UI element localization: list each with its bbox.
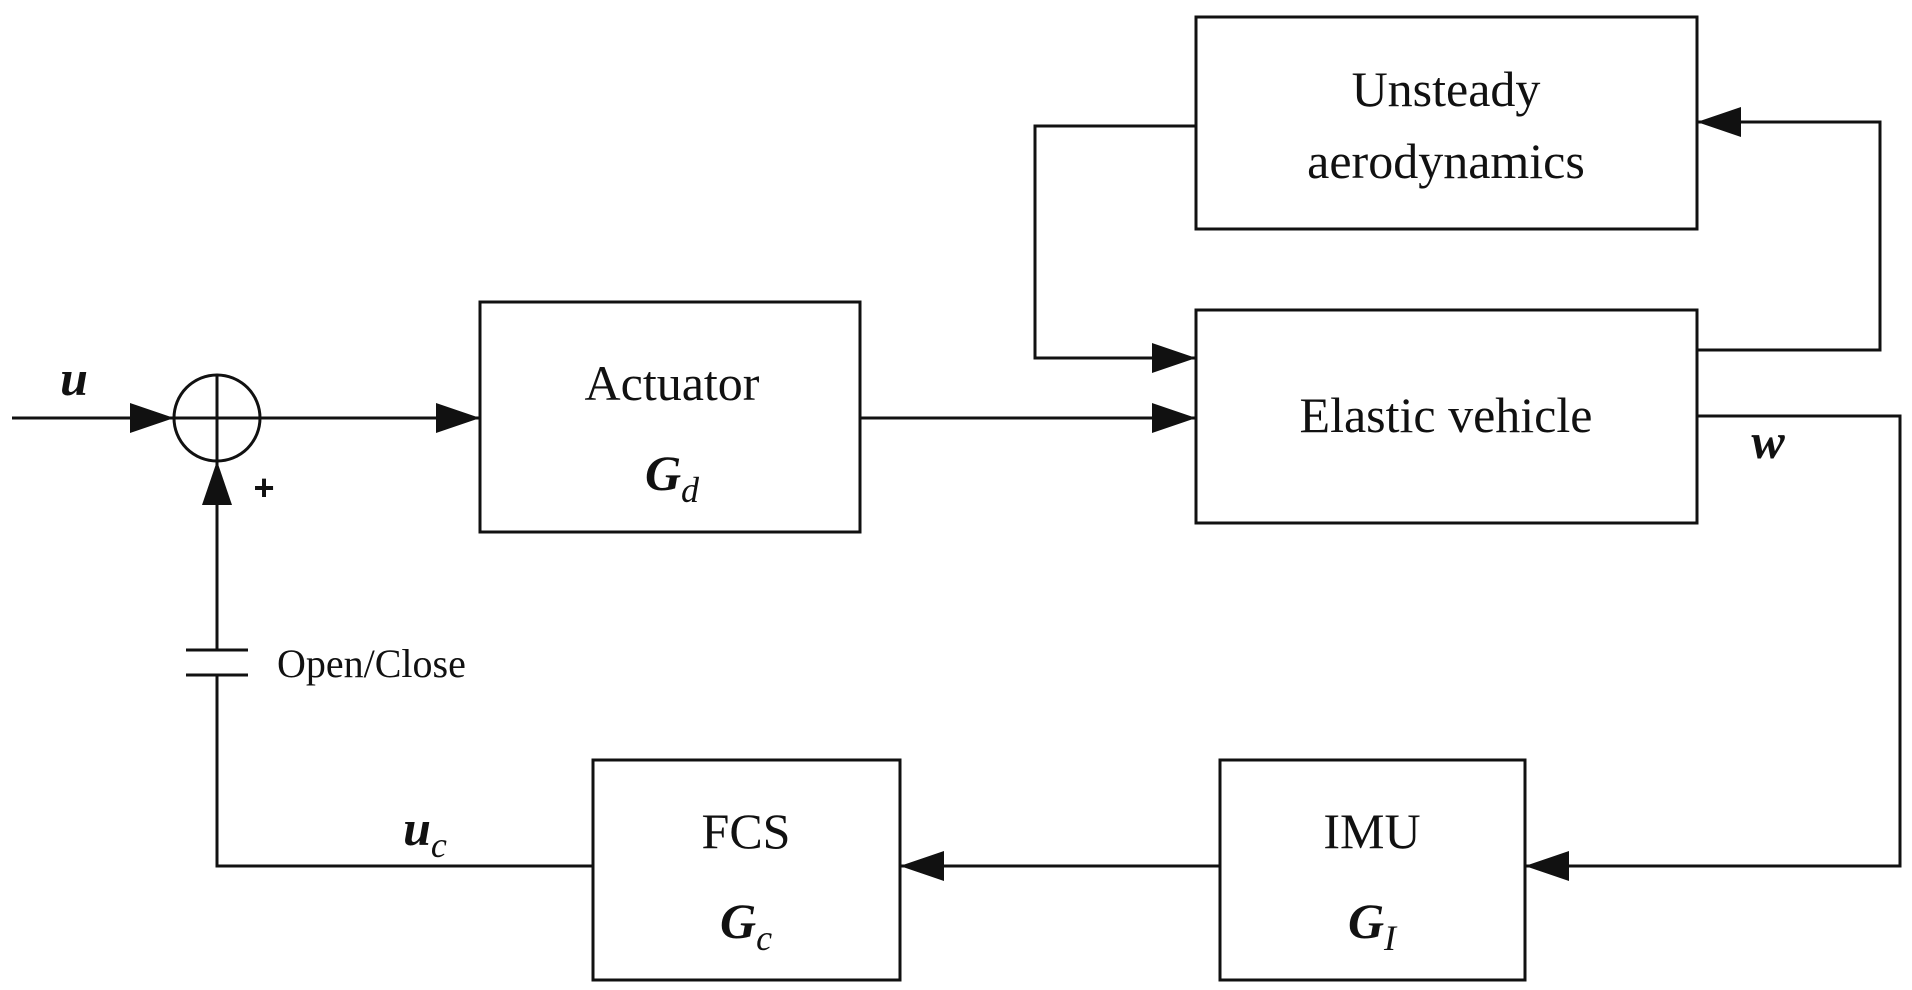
unsteady-label-line1: Unsteady xyxy=(1352,61,1541,117)
vehicle-to-aero-arrow xyxy=(1697,107,1882,352)
fcs-transfer-function: Gc xyxy=(720,893,772,958)
input-signal-u: u xyxy=(60,350,88,406)
fcs-block xyxy=(591,758,902,982)
imu-label: IMU xyxy=(1323,803,1420,859)
summing-junction xyxy=(172,373,262,463)
imu-transfer-function: GI xyxy=(1348,893,1398,958)
fcs-label: FCS xyxy=(702,803,791,859)
unsteady-aerodynamics-block xyxy=(1194,15,1699,231)
actuator-label: Actuator xyxy=(585,355,760,411)
elastic-vehicle-label: Elastic vehicle xyxy=(1300,387,1593,443)
actuator-block xyxy=(478,300,862,534)
open-close-label: Open/Close xyxy=(277,641,466,686)
output-w-to-imu-arrow xyxy=(1525,414,1902,881)
imu-block xyxy=(1218,758,1527,982)
actuator-transfer-function: Gd xyxy=(645,445,700,510)
output-signal-w: w xyxy=(1751,413,1785,469)
control-signal-uc: uc xyxy=(403,800,447,865)
aero-to-vehicle-arrow xyxy=(1033,124,1196,373)
fcs-feedback-wire xyxy=(215,675,593,868)
elastic-vehicle-block xyxy=(1194,308,1699,525)
plus-sign: + xyxy=(253,467,274,508)
unsteady-label-line2: aerodynamics xyxy=(1307,133,1585,189)
open-close-switch xyxy=(186,648,248,677)
